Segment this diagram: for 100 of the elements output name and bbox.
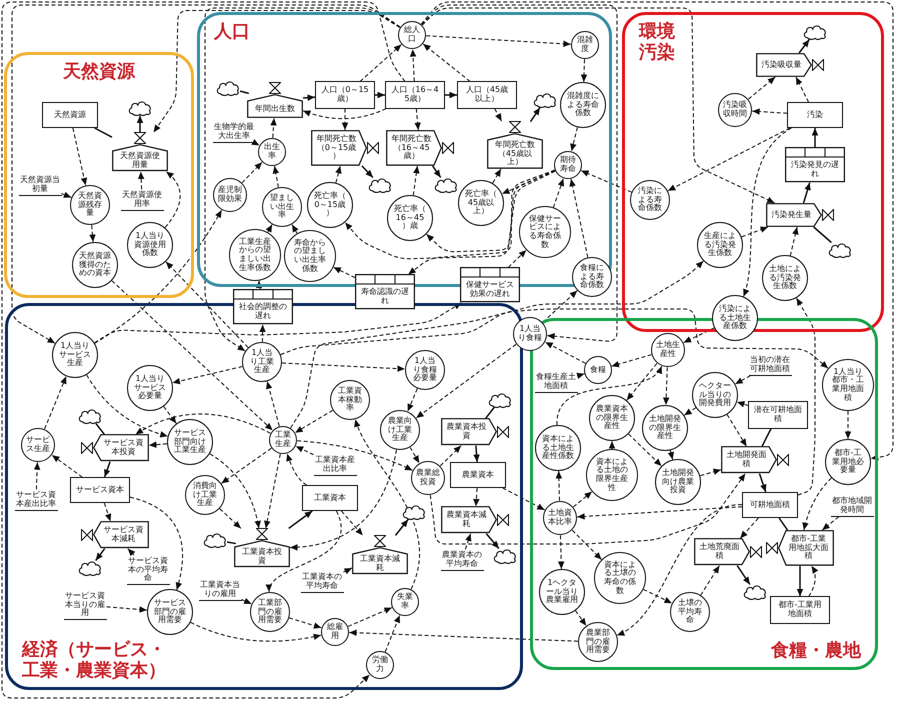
- rate-label: サービス資本減耗: [103, 526, 144, 544]
- dashed-arrow: [572, 530, 602, 560]
- dashed-arrow: [508, 250, 527, 268]
- sector-title: 天然資源: [63, 61, 136, 82]
- dashed-arrow: [580, 170, 632, 193]
- arrow: [530, 107, 541, 122]
- variable-circle: 寿命からの望ましい出生率係数: [284, 230, 336, 282]
- flow-rate-box: [766, 530, 834, 566]
- dashed-arrow: [172, 366, 243, 384]
- variable-circle: 期待寿命: [554, 150, 582, 180]
- dashed-arrow: [558, 534, 564, 570]
- dashed-arrow: [219, 508, 242, 529]
- dashed-arrow: [844, 410, 852, 440]
- flow-rate-box: [441, 506, 509, 534]
- variable-circle: 土壌の平均寿命: [670, 592, 710, 632]
- dashed-arrow: [608, 440, 616, 450]
- dashed-arrow: [473, 488, 480, 507]
- variable-circle: 1人当りサービス生産: [52, 332, 98, 378]
- constant-label: 天然資源使用率: [120, 189, 164, 211]
- variable-circle: 土地資本比率: [542, 500, 578, 536]
- variable-circle: 汚染による寿命係数: [630, 180, 670, 220]
- variable-circle: 1人当り資源使用係数: [126, 222, 174, 268]
- stock-box: 可耕地面積: [742, 492, 798, 518]
- dashed-arrow: [148, 441, 168, 448]
- variable-circle: 汚染吸収時間: [718, 92, 752, 128]
- dashed-arrow: [667, 128, 790, 192]
- variable-circle: 工業生産からの望ましい出生率係数: [229, 229, 281, 281]
- dashed-arrow: [407, 388, 418, 412]
- stock-box: 農業資本: [450, 462, 506, 488]
- variable-circle: 望ましい出生率: [262, 186, 302, 228]
- arrow: [375, 92, 385, 98]
- flow-rate-box: [311, 130, 379, 166]
- dashed-arrow: [412, 165, 420, 196]
- cloud-icon: [78, 408, 102, 424]
- constant-label: 工業資本の平均寿命: [300, 571, 344, 593]
- flow-rate-box: [81, 434, 149, 462]
- flow-rate-box: [386, 130, 454, 166]
- variable-circle: 農業総投資: [410, 460, 446, 496]
- variable-circle: 土地生産性: [650, 332, 686, 368]
- dashed-arrow: [340, 510, 364, 536]
- variable-circle: 工業部門の雇用需要: [250, 592, 290, 632]
- dashed-arrow: [384, 614, 400, 652]
- variable-circle: 土地開発向け農業投資: [654, 458, 702, 506]
- rate-label: 年間死亡数（45歳以上）: [494, 141, 536, 167]
- variable-circle: 工業生産: [268, 426, 298, 454]
- dashed-arrow: [556, 470, 562, 502]
- flow-rate-box: [234, 528, 290, 568]
- dashed-arrow: [52, 454, 83, 478]
- constant-label: サービス資本当りの雇用: [64, 590, 106, 620]
- delay-box: 寿命認識の遅れ: [355, 274, 415, 310]
- dashed-arrow: [344, 170, 556, 260]
- variable-circle: 資本による土壌の寿命の係数: [594, 552, 646, 604]
- dashed-arrow: [611, 354, 652, 368]
- variable-circle: 混雑度: [570, 30, 600, 60]
- dashed-arrow: [286, 453, 308, 486]
- cloud-icon: [78, 560, 102, 576]
- dashed-arrow: [616, 504, 742, 636]
- rate-label: 年間死亡数（16～45歳）: [391, 135, 432, 161]
- dashed-arrow: [294, 410, 334, 434]
- dashed-arrow: [408, 170, 556, 275]
- dashed-arrow: [360, 44, 402, 82]
- flow-rate-box: [766, 203, 834, 227]
- dashed-arrow: [343, 568, 352, 574]
- dashed-arrow: [288, 617, 322, 629]
- delay-box: 保健サービス効果の遅れ: [460, 267, 520, 303]
- flow-rate-box: [756, 53, 824, 77]
- cloud-icon: [493, 548, 517, 564]
- variable-circle: 資本による土地の限界生産性: [586, 449, 638, 501]
- dashed-arrow: [683, 327, 715, 344]
- rate-label: 農業資本投資: [446, 423, 487, 441]
- dashed-arrow: [259, 324, 266, 342]
- variable-circle: 都市-工業用地必要量: [824, 438, 872, 486]
- flow-rate-box: [487, 121, 543, 169]
- dashed-arrow: [734, 375, 752, 384]
- dashed-arrow: [220, 448, 272, 484]
- dashed-arrow: [416, 344, 517, 418]
- variable-circle: 生産による汚染発生係数: [696, 222, 744, 268]
- rate-label: 汚染発生量: [771, 210, 812, 220]
- flow-rate-box: [81, 521, 149, 549]
- rate-label: 年間死亡数（0～15歳）: [316, 135, 357, 161]
- dashed-arrow: [44, 376, 67, 430]
- dashed-arrow: [127, 548, 136, 556]
- dashed-arrow: [544, 342, 586, 364]
- stock-box: 工業資本: [302, 485, 358, 511]
- variable-circle: 混雑度による寿命係数: [560, 82, 606, 128]
- arrow: [736, 565, 751, 585]
- dashed-arrow: [414, 108, 421, 131]
- cloud-icon: [743, 584, 767, 600]
- rate-label: 都市-工業用地拡大面積: [788, 535, 829, 561]
- dashed-arrow: [742, 128, 792, 298]
- variable-circle: 労働力: [366, 650, 394, 680]
- variable-circle: サービス部門向け工業生産: [166, 418, 214, 466]
- sector-title: 環境汚染: [639, 21, 676, 63]
- variable-circle: 工業資本稼動率: [330, 380, 370, 420]
- dashed-arrow: [72, 128, 88, 186]
- dashed-arrow: [430, 473, 746, 544]
- cloud-icon: [368, 178, 392, 192]
- dashed-arrow: [740, 518, 759, 539]
- dashed-arrow: [86, 374, 168, 438]
- variable-circle: 総人口: [398, 20, 426, 50]
